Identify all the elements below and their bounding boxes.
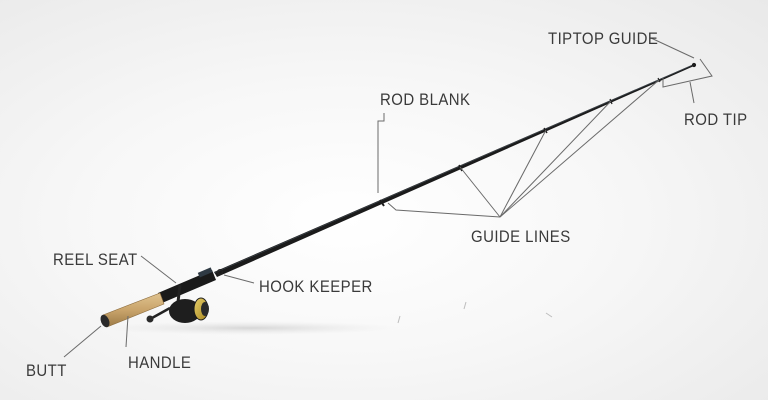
butt-label: BUTT [26, 361, 67, 380]
handle-label: HANDLE [128, 353, 192, 372]
tiptop-guide-label: TIPTOP GUIDE [548, 29, 659, 48]
hook-keeper-label: HOOK KEEPER [259, 277, 373, 296]
rod-reflection [397, 301, 553, 324]
hook-keeper-shape [217, 269, 224, 276]
rod-blank-label: ROD BLANK [380, 90, 471, 109]
rod-shadow [100, 321, 400, 335]
reel-seat-shape [158, 267, 216, 303]
rod-blank-shape [213, 64, 695, 277]
rod-tip-label: ROD TIP [684, 110, 748, 129]
handle-shape [100, 292, 165, 328]
spinning-reel [146, 284, 209, 323]
leader-lines [63, 37, 713, 358]
reel-seat-label: REEL SEAT [53, 250, 138, 269]
guide-lines-label: GUIDE LINES [471, 227, 571, 246]
